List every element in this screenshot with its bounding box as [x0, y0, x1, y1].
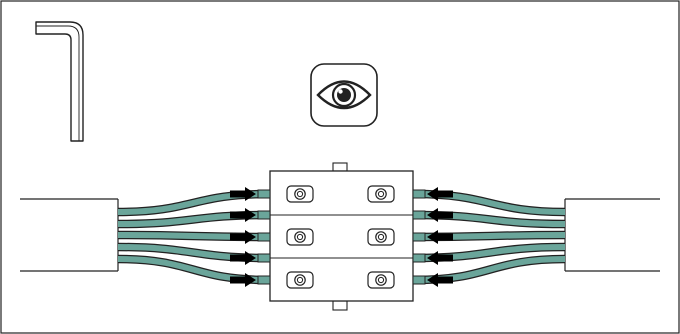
- insertion-arrows: [230, 187, 453, 287]
- left-arrow-5: [230, 273, 256, 287]
- right-clamp-3: [412, 232, 426, 242]
- eye-icon: [310, 63, 378, 127]
- right-screw-center-1: [377, 190, 385, 198]
- left-arrow-2: [230, 208, 256, 222]
- left-arrow-4: [230, 251, 256, 265]
- right-clamp-5: [412, 275, 426, 285]
- left-arrow-3: [230, 230, 256, 244]
- right-arrow-5: [427, 273, 453, 287]
- right-screw-center-2: [377, 233, 385, 241]
- terminal-screws: [257, 185, 426, 289]
- right-screw-center-3: [377, 276, 385, 284]
- block-tab-bottom: [332, 300, 348, 311]
- right-arrow-2: [427, 208, 453, 222]
- left-clamp-3: [257, 232, 271, 242]
- right-clamp-1: [412, 189, 426, 199]
- left-screw-center-3: [296, 276, 304, 284]
- left-clamp-4: [257, 253, 271, 263]
- right-clamp-4: [412, 253, 426, 263]
- left-screw-center-1: [296, 190, 304, 198]
- left-clamp-2: [257, 210, 271, 220]
- left-screw-center-2: [296, 233, 304, 241]
- left-clamp-1: [257, 189, 271, 199]
- right-clamp-2: [412, 210, 426, 220]
- left-arrow-1: [230, 187, 256, 201]
- right-arrow-3: [427, 230, 453, 244]
- right-arrow-4: [427, 251, 453, 265]
- hex-key-icon: [35, 21, 84, 142]
- right-arrow-1: [427, 187, 453, 201]
- left-clamp-5: [257, 275, 271, 285]
- block-tab-top: [332, 162, 348, 172]
